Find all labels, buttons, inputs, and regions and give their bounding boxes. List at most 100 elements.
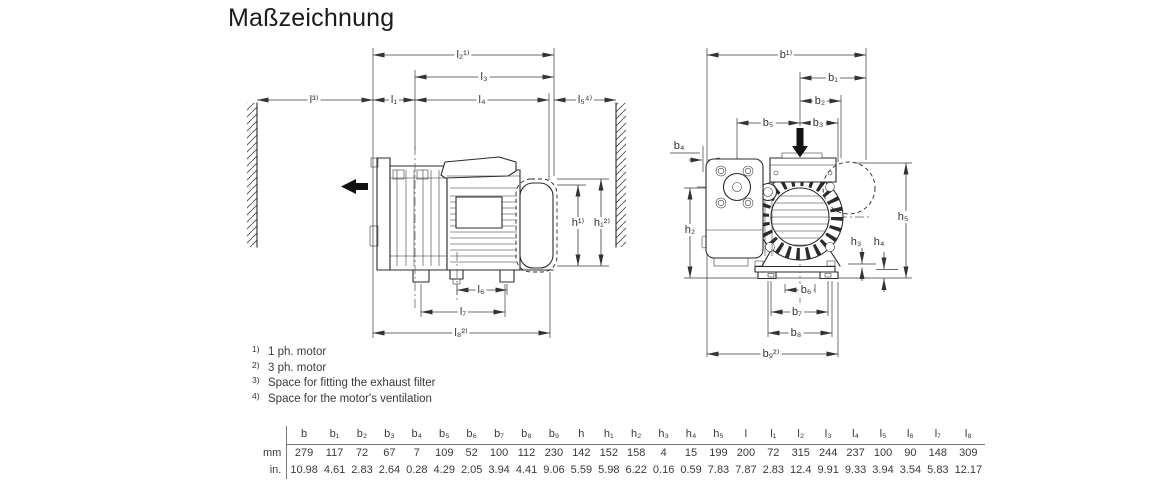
table-cell-mm: 142: [572, 447, 591, 459]
inner-fins: [771, 195, 829, 246]
radial-fins: [757, 174, 843, 260]
dim-label-l3: l₃: [478, 71, 490, 83]
dim-label-l2: l₂¹⁾: [454, 49, 472, 61]
table-cell-in: 0.16: [652, 464, 675, 476]
footnote-marker: 4): [252, 390, 260, 401]
table-cell-in: 4.61: [323, 464, 346, 476]
foot: [412, 269, 430, 283]
table-cell-mm: 15: [684, 447, 698, 459]
wall-left: [247, 102, 258, 248]
end-bell: [519, 182, 554, 269]
base-plate: [754, 265, 836, 273]
table-cell-in: 3.54: [899, 464, 922, 476]
dim-label-l8: l₈²⁾: [452, 327, 470, 339]
table-column-header: l₇: [924, 426, 952, 445]
wall-right: [615, 102, 626, 248]
dim-label-h4: h₄: [871, 236, 887, 248]
foot: [499, 269, 515, 283]
pump-module-ribs: [390, 170, 447, 266]
drain-screw: [452, 278, 461, 285]
table-cell-mm: 100: [489, 447, 509, 459]
dim-label-h1: h₁²⁾: [591, 217, 613, 229]
dim-label-h2: h₂: [682, 224, 698, 236]
table-cell-mm: 200: [736, 447, 756, 459]
table-cell-mm: 199: [709, 447, 728, 459]
dim-label-b3: b₃: [810, 117, 826, 129]
table-cell-in: 4.41: [515, 464, 538, 476]
footnote-text: 3 ph. motor: [268, 361, 327, 374]
dim-label-b: b¹⁾: [777, 49, 795, 61]
dim-label-l6: l₆: [475, 284, 487, 296]
table-cell-mm: 279: [294, 447, 314, 459]
table-cell-in: 6.22: [625, 464, 647, 476]
table-cell-mm: 7: [413, 447, 420, 459]
table-unit-label: in.: [260, 462, 288, 479]
table-column-header: h₂: [622, 426, 650, 445]
table-column-header: l₆: [896, 426, 925, 445]
dim-label-b2: b₂: [812, 95, 828, 107]
table-cell-mm: 100: [873, 447, 893, 459]
table-cell-in: 7.83: [707, 464, 730, 476]
table-cell-in: 0.28: [406, 464, 428, 476]
table-cell-mm: 309: [959, 447, 978, 459]
footnote-2: 2) 3 ph. motor: [252, 360, 435, 374]
dim-label-b4: b₄: [671, 140, 687, 152]
table-column-header: b₆: [457, 426, 486, 445]
table-cell-mm: 72: [767, 447, 780, 459]
pump-front-view: [697, 128, 876, 303]
ventilation-space-dashed: [822, 161, 876, 215]
table-column-header: b₉: [540, 426, 568, 445]
table-column-header: l₃: [814, 426, 842, 445]
table-cell-in: 9.33: [844, 464, 867, 476]
table-column-header: l₂: [787, 426, 815, 445]
table-column-header: b₅: [430, 426, 458, 445]
table-column-header: h: [567, 426, 596, 445]
table-column-header: h₄: [677, 426, 705, 445]
table-cell-in: 5.83: [927, 464, 949, 476]
table-column-header: b₃: [375, 426, 404, 445]
table-cell-mm: 148: [928, 447, 948, 459]
table-cell-in: 5.59: [570, 464, 593, 476]
table-cell-mm: 158: [627, 447, 646, 459]
table-column-header: l: [732, 426, 760, 445]
footnote-text: Space for fitting the exhaust filter: [268, 377, 436, 389]
foot: [449, 269, 464, 280]
table-column-header: b₈: [512, 426, 541, 445]
table-cell-mm: 109: [435, 447, 454, 459]
shaft-boss: [722, 172, 752, 202]
nameplate: [455, 196, 503, 229]
footnote-marker: 1): [252, 344, 260, 354]
table-cell-mm: 52: [465, 447, 478, 459]
dim-label-l7: l₇: [457, 306, 469, 318]
flange-bolt-holes: [715, 165, 754, 209]
front-view-drawing: [670, 48, 912, 357]
table-column-header: b₇: [485, 426, 513, 445]
table-cell-mm: 237: [846, 447, 865, 459]
dim-label-h3: h₃: [848, 236, 864, 248]
dim-label-b1: b₁: [826, 72, 840, 84]
table-cell-mm: 90: [904, 447, 917, 459]
foot: [757, 271, 777, 280]
table-column-header: b: [286, 426, 321, 445]
footnote-marker: 3): [252, 375, 260, 385]
table-cell-mm: 117: [325, 447, 344, 459]
table-cell-mm: 315: [791, 447, 810, 459]
table-cell-in: 2.05: [460, 464, 483, 476]
dim-label-b5: b₅: [760, 117, 776, 129]
table-column-header: b₂: [348, 426, 376, 445]
table-column-header: h₃: [649, 426, 678, 445]
table-cell-mm: 152: [599, 447, 618, 459]
table-cell-in: 12.17: [954, 464, 983, 476]
dim-label-l1: l₁: [388, 94, 400, 106]
table-corner-cell: [260, 426, 288, 445]
table-column-header: b₁: [320, 426, 349, 445]
fan-cover-dashed: [515, 178, 558, 273]
dim-label-l5: l₅⁴⁾: [575, 94, 595, 106]
table-cell-in: 0.59: [680, 464, 702, 476]
dim-label-b8: b₈: [788, 327, 804, 339]
table-cell-in: 2.83: [762, 464, 785, 476]
page-title: Maßzeichnung: [228, 4, 395, 32]
